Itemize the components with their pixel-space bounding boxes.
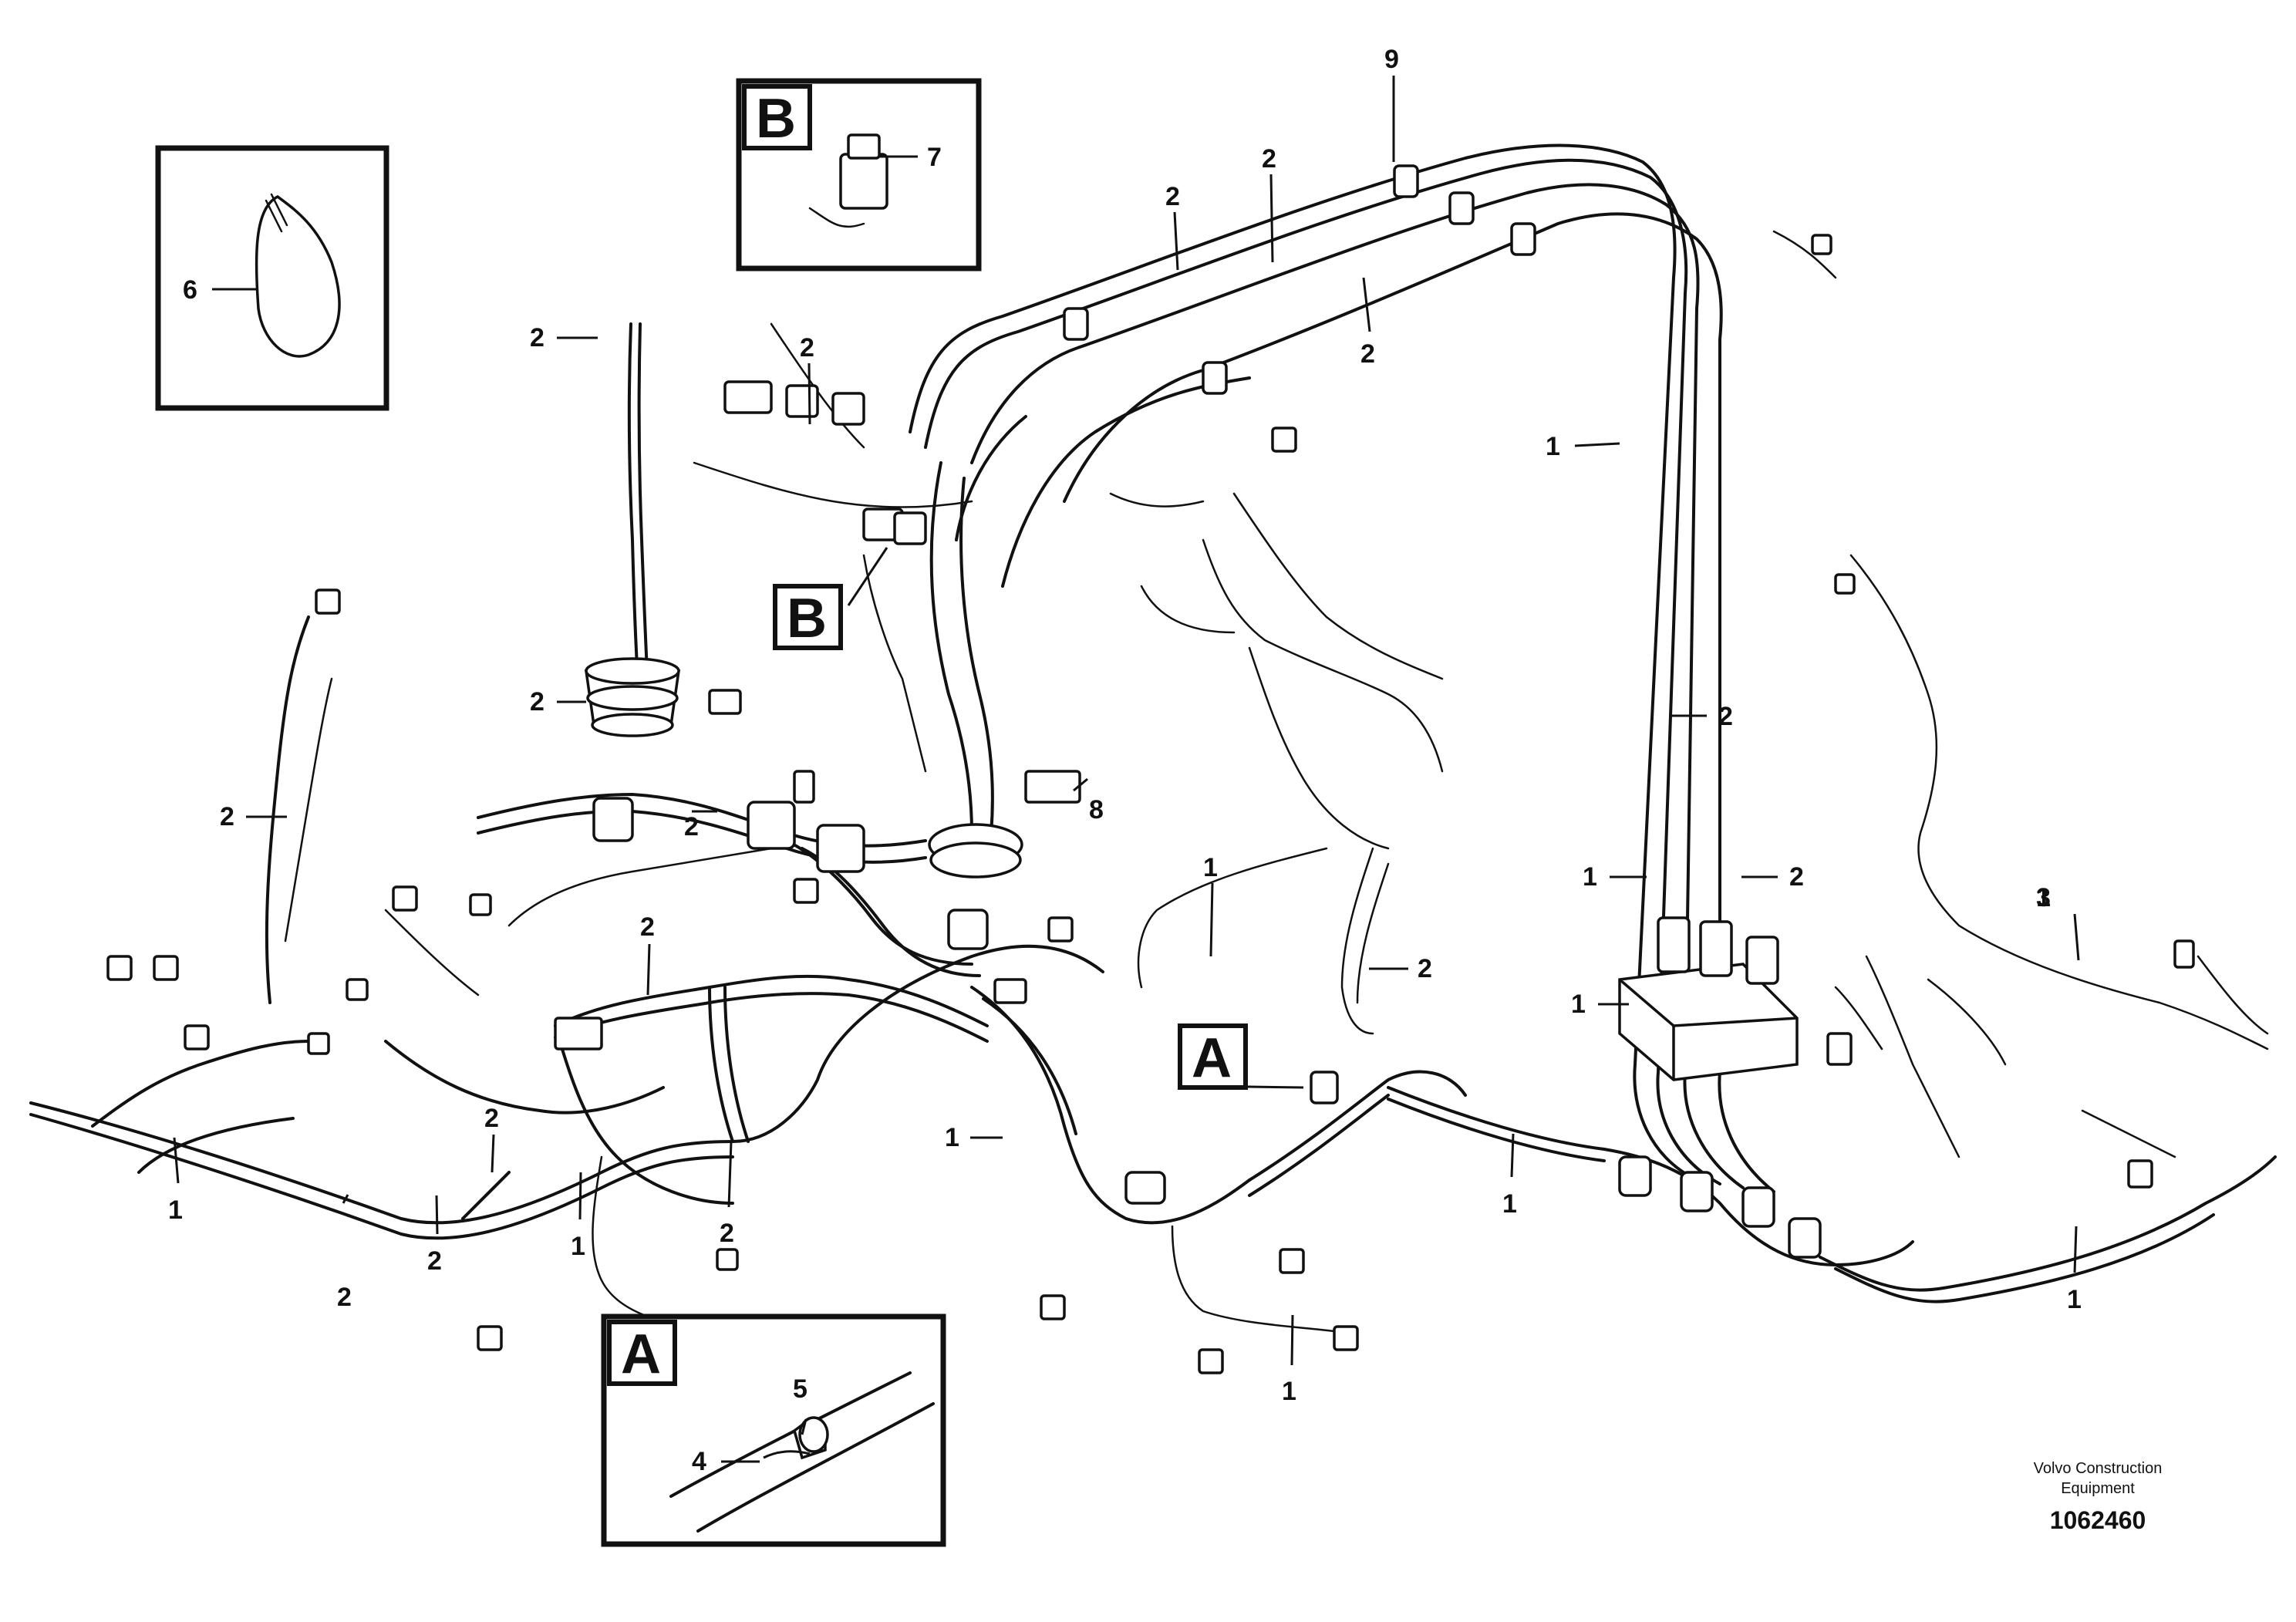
detail-a [601, 1313, 946, 1547]
callout-label: 1 [1282, 1377, 1296, 1406]
callout-label: 2 [800, 333, 814, 363]
callout-label: 2 [1789, 862, 1804, 892]
callout-label: 1 [1583, 862, 1597, 892]
callout-label: 2 [1418, 954, 1432, 983]
detail-b [736, 78, 982, 271]
callout-label: 1 [1502, 1189, 1517, 1219]
detail-tie-strap [155, 145, 389, 411]
callout-label: 2 [1165, 182, 1180, 211]
callout-label: 1 [945, 1123, 959, 1152]
callout-label: 5 [793, 1374, 807, 1404]
tag-a-main [1178, 1023, 1248, 1090]
relay-block [1024, 770, 1081, 804]
callout-label: 1 [1203, 853, 1218, 882]
callout-label: 4 [692, 1447, 706, 1476]
tag-a-letter: A [621, 1324, 661, 1385]
callout-label: 2 [337, 1283, 352, 1312]
tag-b-main [773, 584, 843, 650]
callout-label: 8 [1089, 795, 1104, 824]
callout-label: 2 [1262, 144, 1276, 174]
callout-label: 1 [1546, 432, 1560, 461]
callout-labels: 9 2 2 2 2 2 1 2 8 2 2 2 2 1 1 2 2 3 3 1 … [168, 45, 2082, 1476]
leader-lines [173, 76, 2080, 1463]
callout-label: 6 [183, 275, 197, 305]
brand-line-2: Equipment [2061, 1480, 2135, 1497]
callout-label: 1 [2067, 1285, 2082, 1314]
callout-label: 9 [1384, 45, 1399, 74]
callout-labels-extra: 1 2 [2036, 883, 2051, 912]
callout-label: 3 [2036, 883, 2051, 912]
brand-line-1: Volvo Construction [2034, 1460, 2163, 1477]
cable-tie [255, 194, 341, 358]
callout-label: 2 [684, 812, 699, 841]
callout-label: 1 [1571, 990, 1586, 1019]
components [106, 164, 2195, 1374]
callout-label: 2 [220, 802, 234, 831]
callout-label: 2 [427, 1246, 442, 1276]
tag-a-main-letter: A [1192, 1027, 1232, 1089]
callout-label: 1 [168, 1195, 183, 1225]
tag-b-letter: B [756, 88, 796, 150]
callout-label: 2 [530, 323, 544, 352]
tag-b-main-letter: B [787, 588, 827, 649]
connector-7 [839, 153, 888, 210]
callout-label: 2 [720, 1219, 734, 1248]
callout-label: 2 [640, 912, 655, 942]
callout-label: 2 [530, 687, 544, 717]
callout-label: 1 [2036, 883, 2051, 912]
title-block: Volvo Construction Equipment 1062460 [2034, 1460, 2163, 1534]
callout-label: 2 [1360, 339, 1375, 369]
detail-tags [773, 584, 1248, 1090]
cab-harness-routing [29, 143, 2277, 1336]
callout-label: 2 [1718, 702, 1733, 731]
callout-label: 7 [927, 143, 942, 172]
document-number: 1062460 [2050, 1506, 2146, 1534]
callout-label: 1 [571, 1232, 585, 1261]
detail-tag-letters: B A A B [621, 88, 1232, 1385]
callout-label: 2 [484, 1104, 499, 1133]
